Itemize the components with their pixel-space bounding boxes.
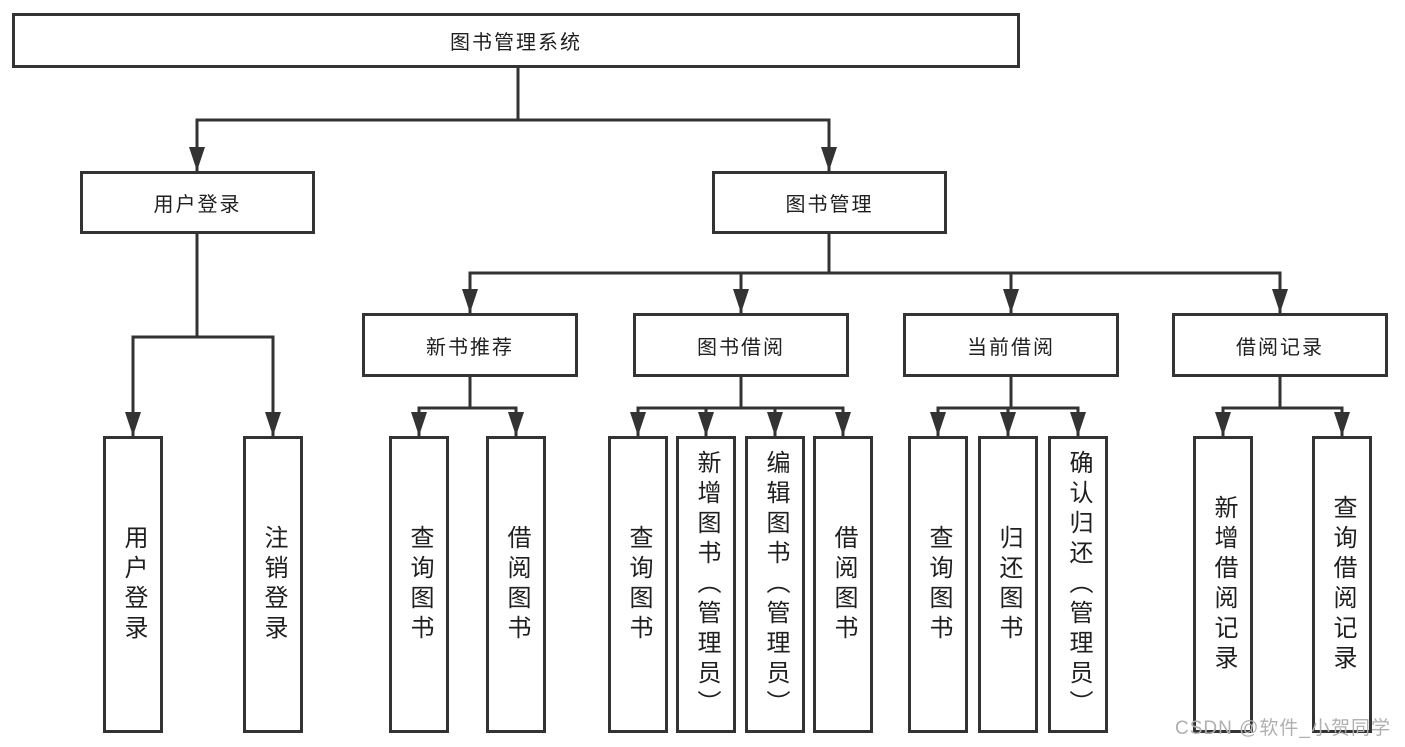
- leaf-records-query-record: 查询借阅记录: [1312, 436, 1372, 733]
- leaf-recommend-borrow-book: 借阅图书: [486, 436, 546, 733]
- node-new-book-recommend: 新书推荐: [362, 313, 578, 377]
- leaf-borrow-query-book: 查询图书: [608, 436, 668, 733]
- node-book-management: 图书管理: [712, 171, 947, 234]
- leaf-recommend-query-book: 查询图书: [389, 436, 449, 733]
- node-current-borrow: 当前借阅: [903, 313, 1119, 377]
- leaf-current-confirm-return-admin: 确认归还（管理员）: [1048, 436, 1108, 733]
- leaf-records-add-record: 新增借阅记录: [1193, 436, 1253, 733]
- leaf-current-return-book: 归还图书: [978, 436, 1038, 733]
- leaf-user-login: 用户登录: [103, 436, 163, 733]
- node-library-system: 图书管理系统: [12, 13, 1020, 68]
- leaf-logout: 注销登录: [243, 436, 303, 733]
- leaf-borrow-add-book-admin: 新增图书（管理员）: [676, 436, 736, 733]
- node-book-borrow: 图书借阅: [633, 313, 849, 377]
- leaf-current-query-book: 查询图书: [908, 436, 968, 733]
- csdn-watermark: CSDN @软件_小贺同学: [1175, 718, 1391, 739]
- node-borrow-records: 借阅记录: [1172, 313, 1388, 377]
- node-user-login: 用户登录: [80, 171, 315, 234]
- leaf-borrow-borrow-book: 借阅图书: [813, 436, 873, 733]
- leaf-borrow-edit-book-admin: 编辑图书（管理员）: [745, 436, 805, 733]
